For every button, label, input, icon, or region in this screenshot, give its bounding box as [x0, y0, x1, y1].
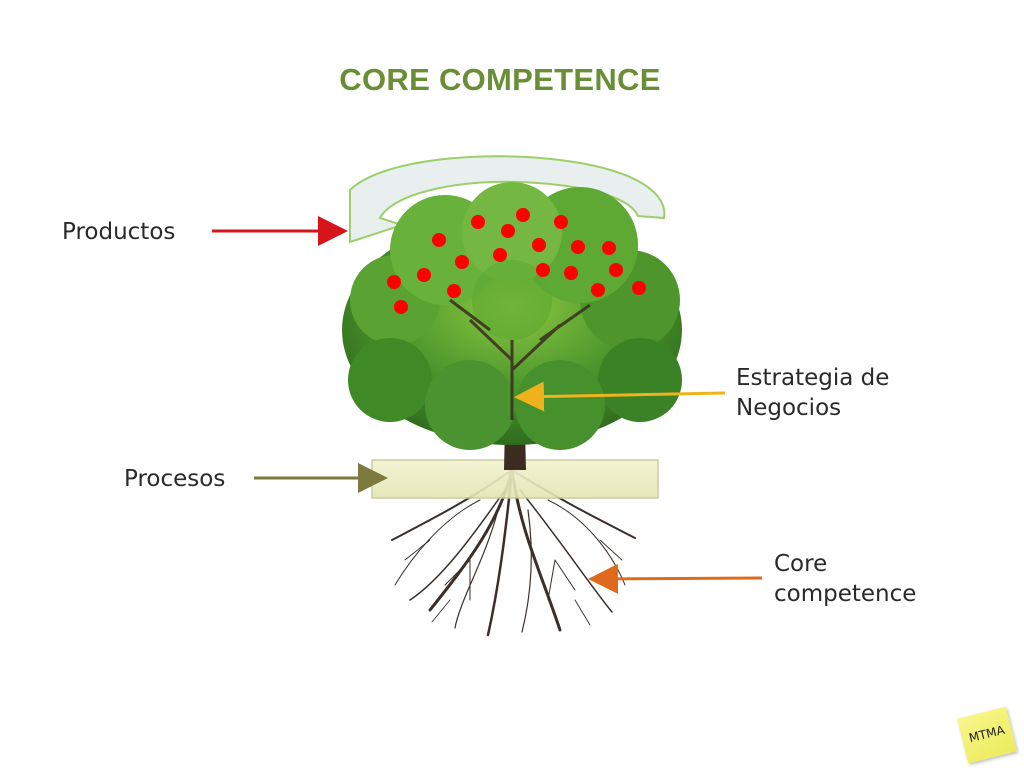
fruit	[432, 233, 446, 247]
fruit	[447, 284, 461, 298]
fruit	[591, 283, 605, 297]
fruit	[394, 300, 408, 314]
fruit	[493, 248, 507, 262]
fruit	[609, 263, 623, 277]
fruit	[564, 266, 578, 280]
fruits	[387, 208, 646, 314]
fruit	[387, 275, 401, 289]
estrategia-label-line1: Estrategia de	[736, 365, 890, 391]
core-competence-label: Core competence	[774, 549, 916, 609]
mtma-badge-text: MTMA	[967, 722, 1007, 746]
slide-title: CORE COMPETENCE	[339, 62, 661, 97]
fruit	[632, 281, 646, 295]
curved-feedback-arrow	[349, 155, 666, 244]
fruit	[532, 238, 546, 252]
fruit	[501, 224, 515, 238]
fruit	[602, 241, 616, 255]
fruit	[536, 263, 550, 277]
fruit	[554, 215, 568, 229]
fruit	[455, 255, 469, 269]
estrategia-label-line2: Negocios	[736, 395, 842, 421]
productos-label: Productos	[62, 219, 176, 245]
fruit	[516, 208, 530, 222]
core-competence-label-line2: competence	[774, 581, 917, 607]
core-competence-arrow	[588, 563, 763, 594]
fruit	[417, 268, 431, 282]
core-competence-label-line1: Core	[774, 551, 828, 577]
estrategia-arrow	[514, 381, 726, 412]
estrategia-label: Estrategia de Negocios	[736, 363, 889, 423]
fruit	[571, 240, 585, 254]
procesos-label: Procesos	[124, 466, 226, 492]
fruit	[471, 215, 485, 229]
tree-roots	[391, 468, 636, 637]
